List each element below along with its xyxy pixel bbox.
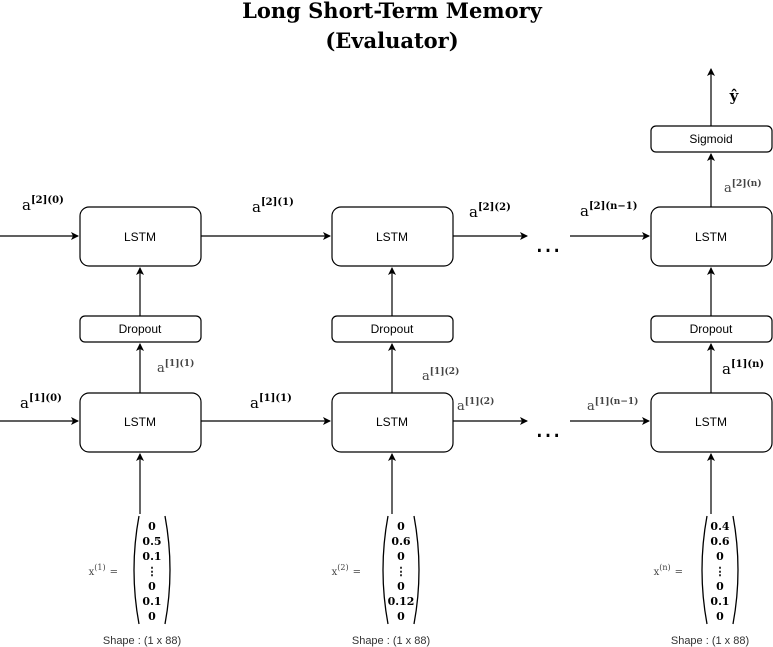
state-a-2-n-minus-1: a[2](n−1)	[580, 201, 637, 220]
lstm-label: LSTM	[376, 230, 408, 244]
right-paren	[164, 515, 171, 625]
vector-value: ⋮	[147, 565, 158, 578]
state-a-1-1-up: a[1](1)	[157, 358, 194, 376]
left-paren	[133, 515, 140, 625]
vector-value: 0	[148, 610, 156, 623]
input-label: x(2)=	[332, 563, 361, 578]
dropout-label: Dropout	[371, 322, 414, 336]
state-a-2-2: a[2](2)	[469, 202, 511, 221]
vector-value: 0.1	[710, 595, 729, 608]
input-vector-2: 0 0.6 0 ⋮ 0 0.12 0 x(2)= Shape : (1 x 88)	[332, 515, 430, 647]
state-a-1-2-up: a[1](2)	[422, 366, 459, 384]
dropout-label: Dropout	[690, 322, 733, 336]
vector-value: 0.4	[710, 520, 729, 533]
vector-value: 0	[397, 580, 405, 593]
ellipsis-top: …	[535, 229, 561, 259]
vector-value: 0	[716, 610, 724, 623]
shape-caption: Shape : (1 x 88)	[352, 635, 430, 647]
lstm-label: LSTM	[695, 230, 727, 244]
vector-value: 0	[148, 520, 156, 533]
sigmoid-label: Sigmoid	[689, 132, 732, 146]
state-a-1-1-right: a[1](1)	[250, 393, 292, 412]
vector-value: 0	[716, 550, 724, 563]
right-paren	[413, 515, 420, 625]
lstm-label: LSTM	[124, 415, 156, 429]
vector-value: ⋮	[715, 565, 726, 578]
input-vectors: 0 0.5 0.1 ⋮ 0 0.1 0 x(1)= Shape : (1 x 88) 0 0.6 0 ⋮…	[89, 515, 749, 647]
state-a-1-n-up: a[1](n)	[722, 359, 764, 378]
vector-value: 0.6	[710, 535, 729, 548]
state-a-1-n-minus-1: a[1](n−1)	[587, 396, 638, 414]
title-line-2: (Evaluator)	[325, 28, 458, 53]
dropout-label: Dropout	[119, 322, 162, 336]
state-a-2-1: a[2](1)	[252, 197, 294, 216]
left-paren	[382, 515, 389, 625]
vector-value: 0	[397, 610, 405, 623]
left-paren	[701, 515, 708, 625]
vector-value: 0	[716, 580, 724, 593]
lstm-label: LSTM	[695, 415, 727, 429]
vector-value: 0.12	[388, 595, 415, 608]
input-label: x(n)=	[654, 563, 683, 578]
state-a-2-0: a[2](0)	[22, 195, 64, 214]
output-y-hat: ŷ	[729, 87, 740, 105]
state-a-1-0: a[1](0)	[20, 393, 62, 412]
shape-caption: Shape : (1 x 88)	[671, 635, 749, 647]
vector-value: 0.1	[142, 595, 161, 608]
vector-value: 0.6	[391, 535, 410, 548]
shape-caption: Shape : (1 x 88)	[103, 635, 181, 647]
lstm-label: LSTM	[376, 415, 408, 429]
right-paren	[732, 515, 739, 625]
vector-value: 0.1	[142, 550, 161, 563]
title-line-1: Long Short-Term Memory	[242, 0, 543, 23]
input-vector-1: 0 0.5 0.1 ⋮ 0 0.1 0 x(1)= Shape : (1 x 88)	[89, 515, 181, 647]
vector-value: 0	[397, 550, 405, 563]
vector-value: 0	[397, 520, 405, 533]
lstm-label: LSTM	[124, 230, 156, 244]
input-vector-3: 0.4 0.6 0 ⋮ 0 0.1 0 x(n)= Shape : (1 x 88)	[654, 515, 749, 647]
vector-value: 0	[148, 580, 156, 593]
vector-value: ⋮	[396, 565, 407, 578]
state-a-1-2-right: a[1](2)	[457, 396, 494, 414]
input-label: x(1)=	[89, 563, 118, 578]
vector-value: 0.5	[142, 535, 161, 548]
state-a-2-n: a[2](n)	[724, 178, 762, 196]
ellipsis-bottom: …	[535, 414, 561, 444]
